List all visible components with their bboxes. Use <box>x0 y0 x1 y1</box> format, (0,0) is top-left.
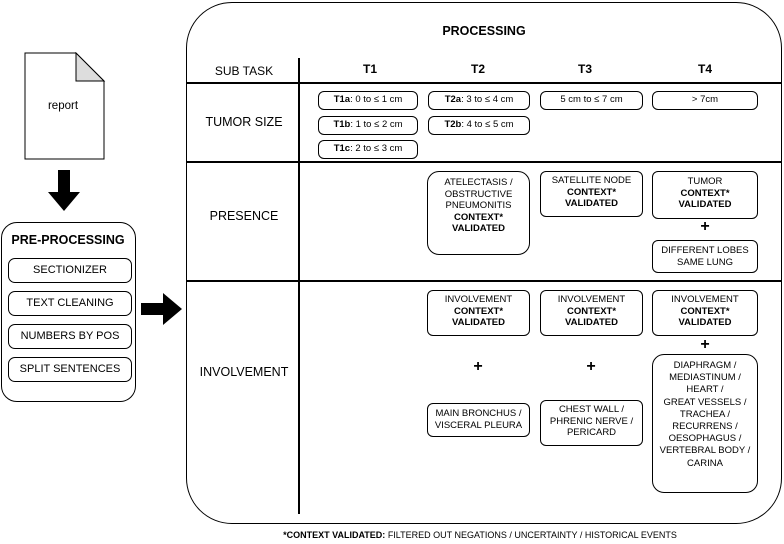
t4-involvement-site: MEDIASTINUM / <box>669 372 741 384</box>
t2a-box: T2a: 3 to ≤ 4 cm <box>428 91 530 110</box>
t4-involvement-site: RECURRENS / <box>672 421 738 433</box>
t3-involvement-site2: PHRENIC NERVE / <box>549 415 634 427</box>
t2-involvement-site1: MAIN BRONCHUS / <box>435 408 522 419</box>
t1a-box: T1a: 0 to ≤ 1 cm <box>318 91 418 110</box>
t2-involvement-site2: VISCERAL PLEURA <box>434 419 523 431</box>
t1a-code: T1a <box>333 94 351 105</box>
t4-involvement-label: INVOLVEMENT <box>671 294 739 305</box>
t4-involvement-validated: VALIDATED <box>678 317 732 328</box>
text-cleaning-step: TEXT CLEANING <box>8 291 132 316</box>
t2b-range: : 4 to ≤ 5 cm <box>461 119 514 130</box>
t1c-code: T1c <box>333 143 351 154</box>
t4-involvement-plus: + <box>700 336 710 353</box>
t3-involvement-plus: + <box>586 358 596 375</box>
t4-involvement-site: CARINA <box>687 457 723 469</box>
t2a-range: : 3 to ≤ 4 cm <box>461 94 514 105</box>
t3-involvement-sites-box: CHEST WALL / PHRENIC NERVE / PERICARD <box>540 400 643 446</box>
t3-involvement-site1: CHEST WALL / <box>558 404 625 415</box>
t1b-box: T1b: 1 to ≤ 2 cm <box>318 116 418 135</box>
t1c-box: T1c: 2 to ≤ 3 cm <box>318 140 418 159</box>
t1c-range: : 2 to ≤ 3 cm <box>350 143 403 154</box>
column-header-t1: T1 <box>362 62 377 76</box>
t4-presence-extra-line2: SAME LUNG <box>677 256 733 268</box>
t4-involvement-site: OESOPHAGUS / <box>668 433 742 445</box>
t4-size-box: > 7cm <box>652 91 758 110</box>
t2-presence-context: CONTEXT* <box>453 211 504 223</box>
t4-involvement-site: DIAPHRAGM / <box>673 360 737 371</box>
grid-line-presence <box>187 280 781 282</box>
t2-presence-line2: OBSTRUCTIVE <box>444 188 513 200</box>
t3-involvement-box: INVOLVEMENT CONTEXT* VALIDATED <box>540 290 643 336</box>
report-document-icon <box>24 52 106 160</box>
t3-size-box: 5 cm to ≤ 7 cm <box>540 91 643 110</box>
t3-presence-box: SATELLITE NODE CONTEXT* VALIDATED <box>540 171 643 217</box>
down-arrow-icon <box>48 170 80 211</box>
t2-involvement-plus: + <box>473 358 483 375</box>
footnote-text: FILTERED OUT NEGATIONS / UNCERTAINTY / H… <box>385 530 677 540</box>
t4-involvement-context: CONTEXT* <box>680 305 730 317</box>
footnote-label: *CONTEXT VALIDATED: <box>283 530 386 540</box>
t2-presence-box: ATELECTASIS / OBSTRUCTIVE PNEUMONITIS CO… <box>427 171 530 255</box>
grid-line-vertical <box>298 58 300 514</box>
column-header-t3: T3 <box>577 62 592 76</box>
t2-presence-line1: ATELECTASIS / <box>444 177 513 188</box>
t4-involvement-box: INVOLVEMENT CONTEXT* VALIDATED <box>652 290 758 336</box>
split-sentences-step: SPLIT SENTENCES <box>8 357 132 382</box>
column-header-t2: T2 <box>470 62 485 76</box>
processing-title: PROCESSING <box>442 24 526 38</box>
t2-involvement-validated: VALIDATED <box>452 317 505 328</box>
t4-presence-extra-line1: DIFFERENT LOBES <box>661 245 749 256</box>
t3-presence-context: CONTEXT* <box>566 186 617 198</box>
t2-involvement-context: CONTEXT* <box>453 305 504 317</box>
t4-presence-plus: + <box>700 218 710 235</box>
t1a-range: : 0 to ≤ 1 cm <box>350 94 403 105</box>
t4-presence-context: CONTEXT* <box>680 187 730 199</box>
preprocessing-box: PRE-PROCESSING SECTIONIZER TEXT CLEANING… <box>1 222 136 402</box>
t4-involvement-sites-box: DIAPHRAGM / MEDIASTINUM / HEART / GREAT … <box>652 354 758 493</box>
t2b-box: T2b: 4 to ≤ 5 cm <box>428 116 530 135</box>
processing-box <box>186 2 782 524</box>
t1b-range: : 1 to ≤ 2 cm <box>350 119 403 130</box>
t3-involvement-label: INVOLVEMENT <box>557 294 626 305</box>
footnote: *CONTEXT VALIDATED: FILTERED OUT NEGATIO… <box>180 530 780 540</box>
t3-involvement-validated: VALIDATED <box>565 317 618 328</box>
t2-presence-line3: PNEUMONITIS <box>445 200 512 211</box>
t2a-code: T2a <box>444 94 462 105</box>
right-arrow-icon <box>141 293 182 325</box>
t3-involvement-context: CONTEXT* <box>566 305 617 317</box>
t2b-code: T2b <box>444 119 462 130</box>
report-label: report <box>47 100 79 112</box>
t4-presence-box: TUMOR CONTEXT* VALIDATED <box>652 171 758 219</box>
row-label-tumor-size: TUMOR SIZE <box>205 115 283 129</box>
grid-line-size <box>187 161 781 163</box>
grid-line-header <box>187 82 781 84</box>
t4-presence-line1: TUMOR <box>687 176 723 187</box>
t4-presence-extra-box: DIFFERENT LOBES SAME LUNG <box>652 240 758 273</box>
subtask-header: SUB TASK <box>214 64 274 78</box>
preprocessing-title: PRE-PROCESSING <box>11 233 125 247</box>
t4-presence-validated: VALIDATED <box>678 199 732 210</box>
t4-involvement-site: HEART / <box>686 384 724 396</box>
t4-involvement-site: GREAT VESSELS / <box>663 396 747 408</box>
t3-involvement-site3: PERICARD <box>566 427 617 438</box>
t4-involvement-site: VERTEBRAL BODY / <box>659 445 751 457</box>
t3-presence-validated: VALIDATED <box>565 198 618 209</box>
t2-involvement-sites-box: MAIN BRONCHUS / VISCERAL PLEURA <box>427 403 530 437</box>
row-label-presence: PRESENCE <box>209 209 279 223</box>
t2-involvement-box: INVOLVEMENT CONTEXT* VALIDATED <box>427 290 530 336</box>
sectionizer-step: SECTIONIZER <box>8 258 132 283</box>
column-header-t4: T4 <box>697 62 712 76</box>
t2-presence-validated: VALIDATED <box>452 223 505 234</box>
t4-involvement-site: TRACHEA / <box>679 408 731 420</box>
t3-presence-line1: SATELLITE NODE <box>551 175 632 186</box>
t1b-code: T1b <box>333 119 351 130</box>
numbers-by-pos-step: NUMBERS BY POS <box>8 324 132 349</box>
t2-involvement-label: INVOLVEMENT <box>444 294 513 305</box>
row-label-involvement: INVOLVEMENT <box>199 365 289 379</box>
